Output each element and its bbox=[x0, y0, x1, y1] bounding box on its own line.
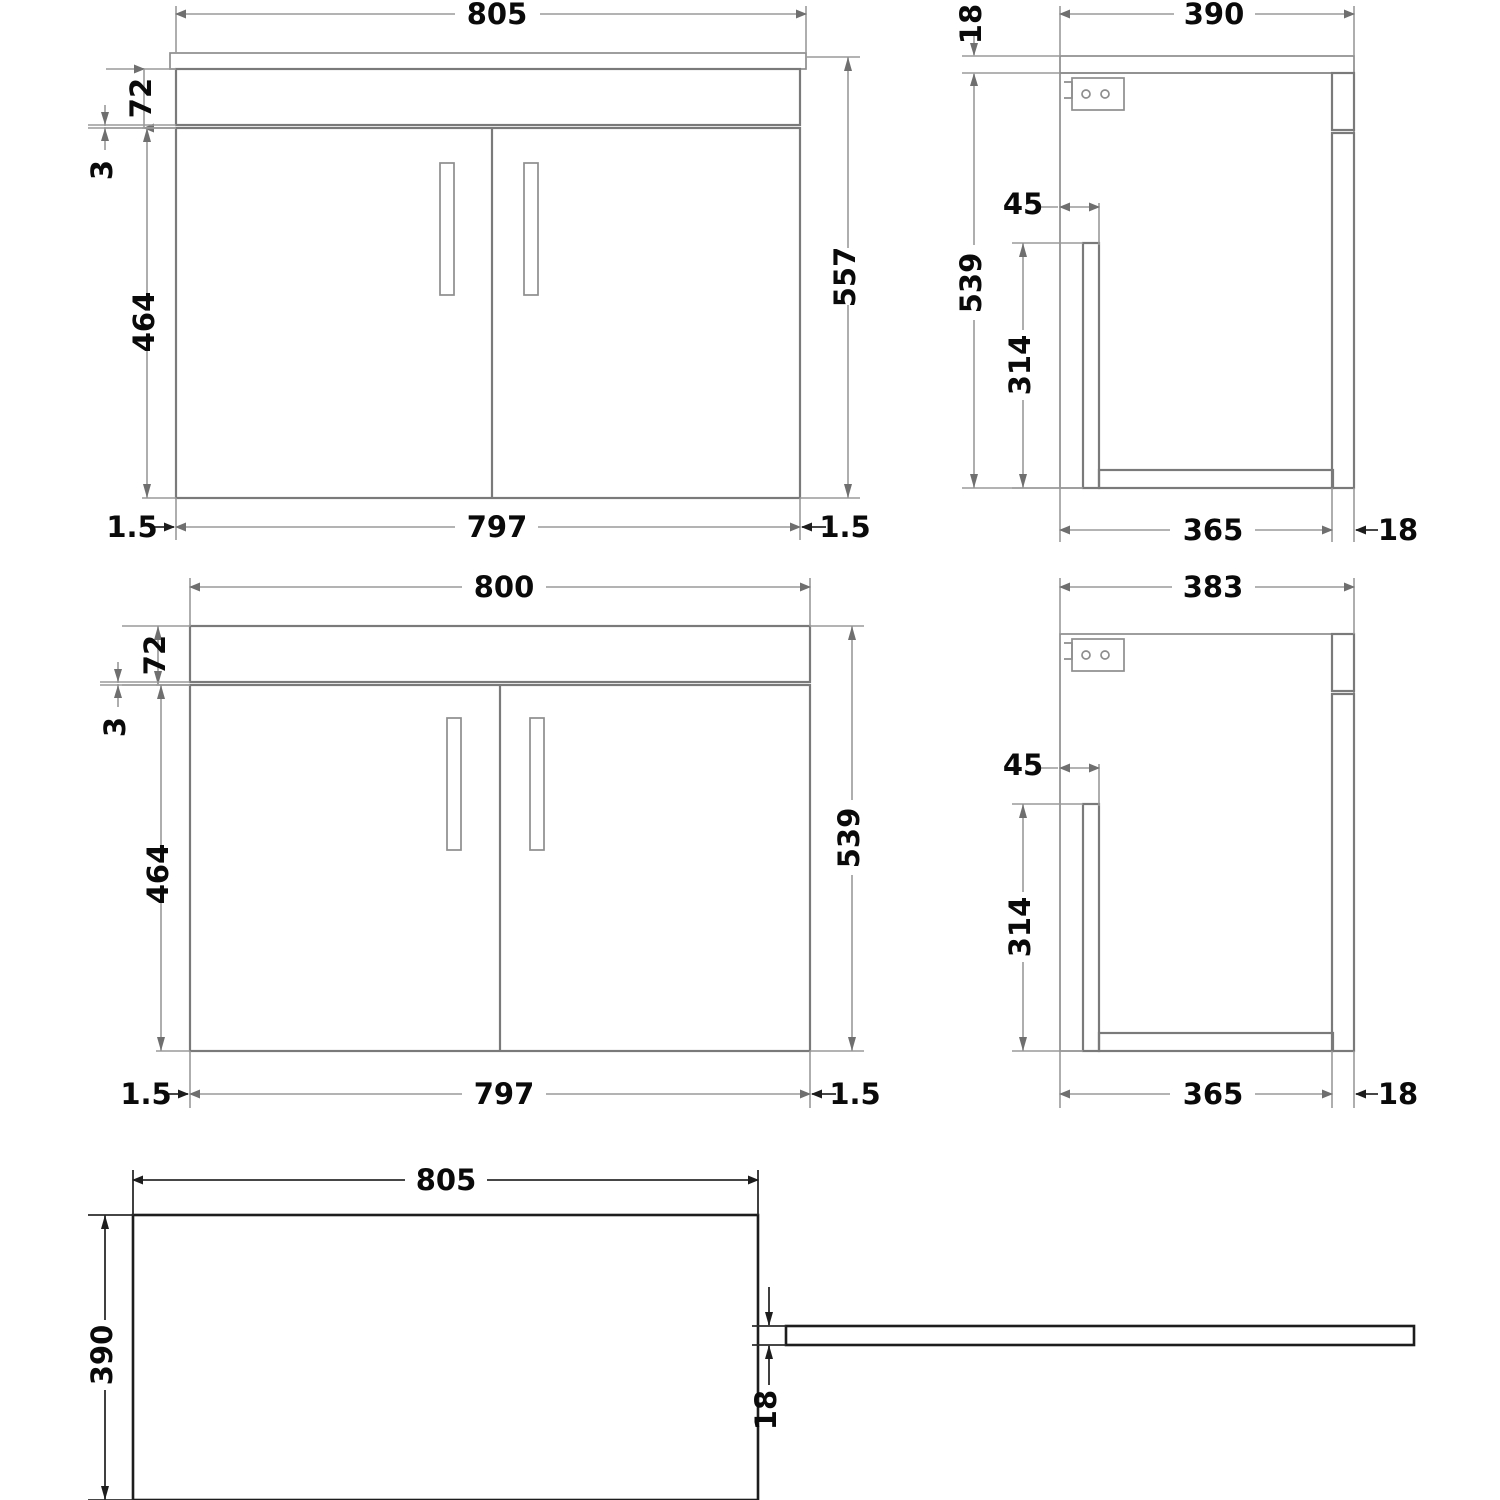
dim-label-45b: 45 bbox=[1003, 748, 1043, 782]
worktop-slab-side bbox=[1059, 55, 1355, 74]
door-handle-right-2 bbox=[529, 717, 545, 851]
view-front-elevation-top: 805 72 3 464 bbox=[85, 0, 871, 544]
hinge-bracket-icon-2 bbox=[1064, 642, 1073, 660]
arrow-464b-bot bbox=[157, 1037, 165, 1051]
dim-label-365: 365 bbox=[1183, 513, 1244, 547]
cabinet-doors-area bbox=[174, 126, 802, 500]
dim-label-3b: 3 bbox=[98, 717, 132, 737]
hinge-screw-hole-1 bbox=[1081, 89, 1091, 99]
arrow-314-bot bbox=[1019, 474, 1027, 488]
arrow-3-bot bbox=[101, 128, 109, 141]
hinge-bracket-icon bbox=[1064, 81, 1073, 99]
dim-label-15b-left: 1.5 bbox=[120, 1077, 171, 1111]
arrow-3b-bot bbox=[114, 685, 122, 698]
arrow-557-bot bbox=[844, 484, 852, 498]
dim-label-15b-right: 1.5 bbox=[829, 1077, 880, 1111]
arrow-557-top bbox=[844, 57, 852, 71]
arrow-18-top bbox=[970, 43, 978, 56]
dim-label-15-right: 1.5 bbox=[819, 510, 870, 544]
dim-label-45: 45 bbox=[1003, 187, 1043, 221]
worktop-slab-front bbox=[169, 52, 807, 70]
view-side-elevation-top: 18 390 539 45 314 bbox=[954, 0, 1418, 547]
dim-label-390p: 390 bbox=[85, 1325, 119, 1386]
arrow-390p-top bbox=[101, 1215, 109, 1229]
interior-vertical-panel bbox=[1081, 241, 1101, 490]
dim-label-383: 383 bbox=[1183, 570, 1244, 604]
hinge-screw-hole-2 bbox=[1100, 89, 1110, 99]
view-worktop-plan: 805 390 18 bbox=[85, 1163, 1416, 1500]
dim-label-72: 72 bbox=[124, 78, 158, 118]
dim-label-390: 390 bbox=[1184, 0, 1245, 31]
dim-label-797: 797 bbox=[467, 510, 528, 544]
arrow-390p-bot bbox=[101, 1486, 109, 1500]
dim-label-15-left: 1.5 bbox=[106, 510, 157, 544]
door-handle-right bbox=[523, 162, 539, 296]
cabinet-top-rail-2 bbox=[188, 624, 812, 684]
arrow-314b-top bbox=[1019, 804, 1027, 818]
arrow-314-top bbox=[1019, 243, 1027, 257]
dim-label-365b: 365 bbox=[1183, 1077, 1244, 1111]
side-panel-lower-2 bbox=[1330, 692, 1356, 1053]
carcass-side-outline-2 bbox=[1059, 633, 1355, 1052]
hinge-screw-hole-4 bbox=[1100, 650, 1110, 660]
dim-label-557: 557 bbox=[828, 247, 862, 308]
base-shelf bbox=[1097, 468, 1335, 490]
worktop-plan-rect bbox=[131, 1213, 760, 1500]
side-panel-upper-2 bbox=[1330, 632, 1356, 693]
arrow-3b-top bbox=[114, 669, 122, 682]
dim-label-464: 464 bbox=[127, 292, 161, 353]
dim-label-72b: 72 bbox=[138, 635, 172, 675]
arrow-464-top bbox=[143, 128, 151, 142]
dim-label-18-side: 18 bbox=[1378, 513, 1418, 547]
view-side-elevation-bottom: 383 45 314 365 18 bbox=[1003, 570, 1418, 1111]
arrow-18-bot bbox=[970, 73, 978, 86]
dim-label-800: 800 bbox=[474, 570, 535, 604]
dim-label-314: 314 bbox=[1003, 335, 1037, 396]
dim-label-464b: 464 bbox=[141, 844, 175, 905]
worktop-edge-section bbox=[784, 1324, 1416, 1347]
door-handle-left bbox=[439, 162, 455, 296]
dim-label-539b: 539 bbox=[832, 808, 866, 869]
dim-label-805: 805 bbox=[467, 0, 528, 31]
base-shelf-2 bbox=[1097, 1031, 1335, 1053]
arrow-464-bot bbox=[143, 484, 151, 498]
arrow-18p-bot bbox=[765, 1345, 773, 1359]
side-panel-upper bbox=[1330, 71, 1356, 132]
arrow-18p-top bbox=[765, 1312, 773, 1326]
hinge-plate-2 bbox=[1071, 638, 1125, 672]
arrow-72b-top bbox=[154, 626, 162, 640]
dim-label-18p: 18 bbox=[749, 1390, 783, 1430]
arrow-3-top bbox=[101, 112, 109, 125]
dim-label-805p: 805 bbox=[416, 1163, 477, 1197]
view-front-elevation-bottom: 800 72 3 464 bbox=[98, 570, 881, 1111]
hinge-screw-hole-3 bbox=[1081, 650, 1091, 660]
dim-label-18b-side: 18 bbox=[1378, 1077, 1418, 1111]
carcass-side-outline bbox=[1059, 72, 1355, 489]
hinge-plate bbox=[1071, 77, 1125, 111]
door-handle-left-2 bbox=[446, 717, 462, 851]
dim-label-797b: 797 bbox=[474, 1077, 535, 1111]
arrow-539-bot bbox=[970, 474, 978, 488]
arrow-314b-bot bbox=[1019, 1037, 1027, 1051]
dim-label-539: 539 bbox=[954, 253, 988, 314]
arrow-72b-bot bbox=[154, 671, 162, 685]
interior-vertical-panel-2 bbox=[1081, 802, 1101, 1053]
dim-label-3: 3 bbox=[85, 160, 119, 180]
arrow-539b-top bbox=[848, 626, 856, 640]
dim-label-314b: 314 bbox=[1003, 897, 1037, 958]
arrow-464b-top bbox=[157, 685, 165, 699]
cabinet-top-rail bbox=[174, 67, 802, 127]
arrow-539b-bot bbox=[848, 1037, 856, 1051]
dim-label-18-worktop: 18 bbox=[954, 4, 988, 44]
side-panel-lower bbox=[1330, 131, 1356, 490]
